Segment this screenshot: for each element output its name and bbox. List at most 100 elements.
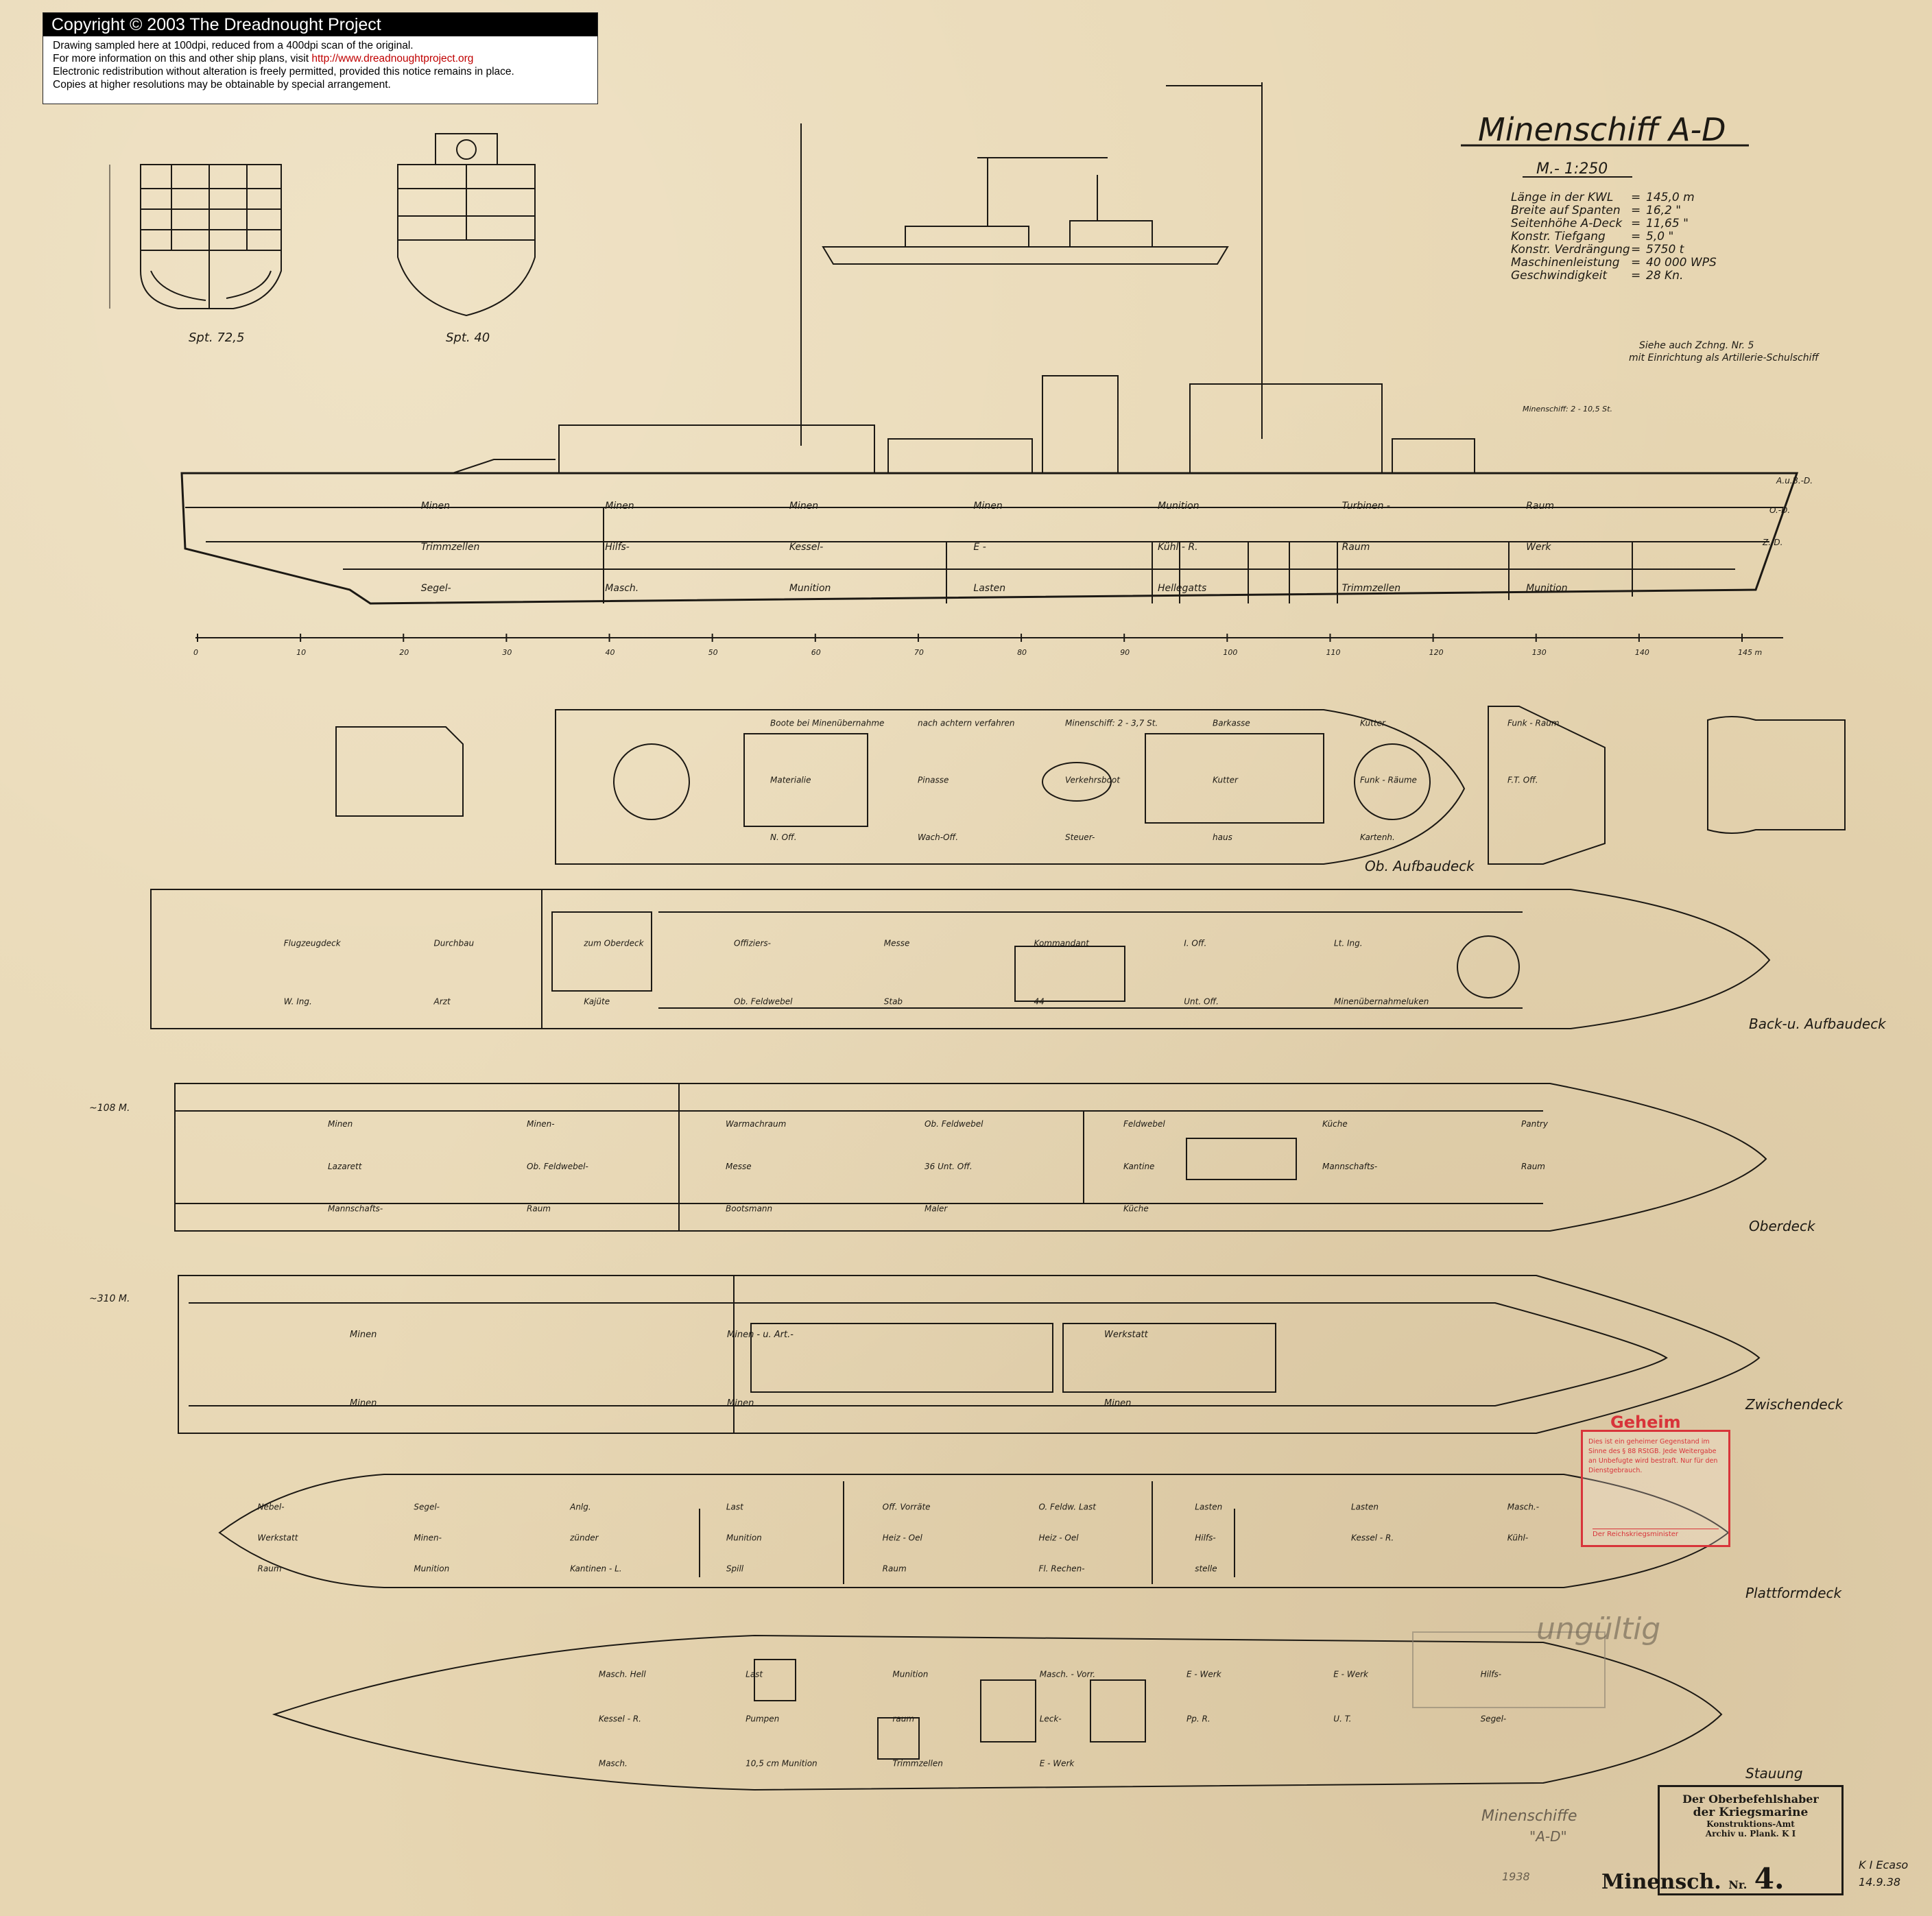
ob-aufbaudeck-room-label: Funk - Räume: [1360, 776, 1417, 785]
ob-aufbaudeck-room-label: Kartenh.: [1360, 833, 1395, 842]
stamp-foot: Der Reichskriegsminister: [1593, 1529, 1719, 1538]
back-aufbaudeck-room-label: Messe: [884, 939, 910, 948]
zwischendeck-room-label: Minen: [727, 1398, 754, 1409]
deck-label-plattformdeck: Plattformdeck: [1745, 1585, 1843, 1601]
plan-oberdeck: [174, 1083, 1767, 1232]
plattformdeck-room-label: Heiz - Oel: [883, 1533, 923, 1543]
stauung-room-label: E - Werk: [1186, 1670, 1222, 1679]
copyright-line-4: Copies at higher resolutions may be obta…: [53, 79, 391, 91]
frame-scale-label: 80: [1017, 648, 1027, 657]
plattformdeck-room-label: Nebel-: [258, 1502, 285, 1512]
frame-scale-label: 90: [1120, 648, 1130, 657]
section-label-spt-72-5: Spt. 72,5: [189, 331, 244, 345]
oberdeck-room-label: Küche: [1322, 1119, 1348, 1129]
spec-label: Geschwindigkeit: [1511, 269, 1608, 283]
faded-archive-stamp: [1412, 1631, 1606, 1708]
frame-scale-label: 50: [708, 648, 718, 657]
deck-label-stauung: Stauung: [1745, 1765, 1803, 1782]
handwriting-sig: K I Ecaso: [1859, 1858, 1908, 1871]
ob-aufbaudeck-room-label: Kutter: [1213, 776, 1239, 785]
oberdeck-room-label: Mannschafts-: [1322, 1162, 1377, 1171]
plattformdeck-room-label: Anlg.: [569, 1502, 591, 1512]
drawing-nr-value: 4.: [1754, 1862, 1785, 1895]
frame-scale-label: 60: [811, 648, 821, 657]
profile-room-label: Trimmzellen: [1342, 583, 1401, 594]
profile-room-label: Segel-: [421, 583, 451, 594]
plattformdeck-room-label: Last: [726, 1502, 744, 1512]
drawing-number-label: Minensch.: [1601, 1870, 1721, 1894]
back-aufbaudeck-room-label: zum Oberdeck: [583, 939, 644, 948]
stauung-room-label: Last: [746, 1670, 763, 1679]
plattformdeck-room-label: Munition: [414, 1564, 449, 1574]
plattformdeck-room-label: Minen-: [414, 1533, 442, 1543]
profile-room-label: Trimmzellen: [421, 542, 480, 553]
deck-label-ob-aufbaudeck: Ob. Aufbaudeck: [1365, 858, 1475, 874]
ob-aufbaudeck-room-label: Barkasse: [1213, 718, 1250, 728]
handwriting-year: 1938: [1502, 1870, 1530, 1883]
oberdeck-room-label: 36 Unt. Off.: [925, 1162, 973, 1171]
deck-marker: O.-D.: [1769, 505, 1790, 515]
frame-scale-label: 145 m: [1738, 648, 1762, 657]
frame-scale-label: 130: [1532, 648, 1547, 657]
zwischendeck-room-label: Minen: [350, 1330, 377, 1340]
spec-value: 5750 t: [1646, 243, 1685, 256]
stauung-room-label: E - Werk: [1333, 1670, 1369, 1679]
stauung-room-label: Masch. - Vorr.: [1040, 1670, 1095, 1679]
oberdeck-room-label: Kantine: [1123, 1162, 1154, 1171]
plattformdeck-room-label: Kantinen - L.: [570, 1564, 622, 1574]
stauung-room-label: U. T.: [1333, 1714, 1351, 1724]
plattformdeck-room-label: Raum: [883, 1564, 907, 1574]
oberdeck-room-label: Maler: [925, 1204, 948, 1214]
oberdeck-room-label: Messe: [726, 1162, 752, 1171]
profile-room-label: Minen: [421, 501, 450, 512]
deck-label-oberdeck: Oberdeck: [1749, 1218, 1816, 1234]
oberdeck-room-label: Pantry: [1521, 1119, 1549, 1129]
copyright-line-2-text: For more information on this and other s…: [53, 53, 312, 64]
spec-label: Konstr. Tiefgang: [1511, 230, 1606, 243]
drawing-nr-label: Nr.: [1728, 1878, 1748, 1891]
spec-value: 5,0 ": [1646, 230, 1673, 243]
copyright-line-2: For more information on this and other s…: [53, 52, 588, 65]
profile-room-label: Werk: [1526, 542, 1551, 553]
stauung-room-label: 10,5 cm Munition: [746, 1759, 818, 1769]
copyright-line-3: Electronic redistribution without altera…: [53, 66, 514, 77]
plattformdeck-room-label: Werkstatt: [258, 1533, 299, 1543]
spec-equals: =: [1631, 243, 1641, 256]
drawing-scale: M.- 1:250: [1536, 160, 1608, 178]
ob-aufbaudeck-room-label: haus: [1213, 833, 1232, 842]
spec-value: 145,0 m: [1646, 191, 1695, 204]
back-aufbaudeck-room-label: Stab: [884, 997, 903, 1007]
profile-room-label: Raum: [1526, 501, 1554, 512]
stauung-room-label: Pumpen: [746, 1714, 779, 1724]
back-aufbaudeck-room-label: Flugzeugdeck: [284, 939, 342, 948]
plan-zwischendeck: [178, 1275, 1761, 1434]
handwriting-a-d: "A-D": [1529, 1828, 1567, 1845]
archive-stamp: Der Oberbefehlshaber der Kriegsmarine Ko…: [1658, 1785, 1844, 1895]
spec-equals: =: [1631, 230, 1641, 243]
note-line-2: mit Einrichtung als Artillerie-Schulschi…: [1629, 352, 1820, 363]
spec-value: 11,65 ": [1646, 217, 1689, 230]
archive-line-4: Archiv u. Plank. K I: [1705, 1829, 1796, 1839]
zwischendeck-room-label: Minen - u. Art.-: [727, 1330, 794, 1340]
plattformdeck-room-label: Raum: [258, 1564, 282, 1574]
back-aufbaudeck-room-label: Minenübernahmeluken: [1334, 997, 1429, 1007]
archive-line-1: Der Oberbefehlshaber: [1682, 1793, 1819, 1806]
deck-label-zwischendeck: Zwischendeck: [1745, 1396, 1844, 1413]
plattformdeck-room-label: Hilfs-: [1195, 1533, 1216, 1543]
spec-value: 16,2 ": [1646, 204, 1681, 217]
profile-room-label: Masch.: [605, 583, 639, 594]
spec-label: Maschinenleistung: [1511, 256, 1620, 270]
ob-aufbaudeck-room-label: Funk - Raum: [1507, 718, 1560, 728]
ob-aufbaudeck-room-label: N. Off.: [770, 833, 797, 842]
stauung-room-label: Leck-: [1040, 1714, 1062, 1724]
ob-aufbaudeck-room-label: Steuer-: [1065, 833, 1095, 842]
copyright-notice: Copyright © 2003 The Dreadnought Project…: [43, 12, 598, 104]
copyright-url-link[interactable]: http://www.dreadnoughtproject.org: [311, 53, 474, 64]
depth-mark-310: ~310 M.: [89, 1293, 130, 1304]
oberdeck-room-label: Raum: [1521, 1162, 1545, 1171]
ob-aufbaudeck-room-label: Boote bei Minenübernahme: [770, 718, 884, 728]
stauung-room-label: Munition: [892, 1670, 928, 1679]
